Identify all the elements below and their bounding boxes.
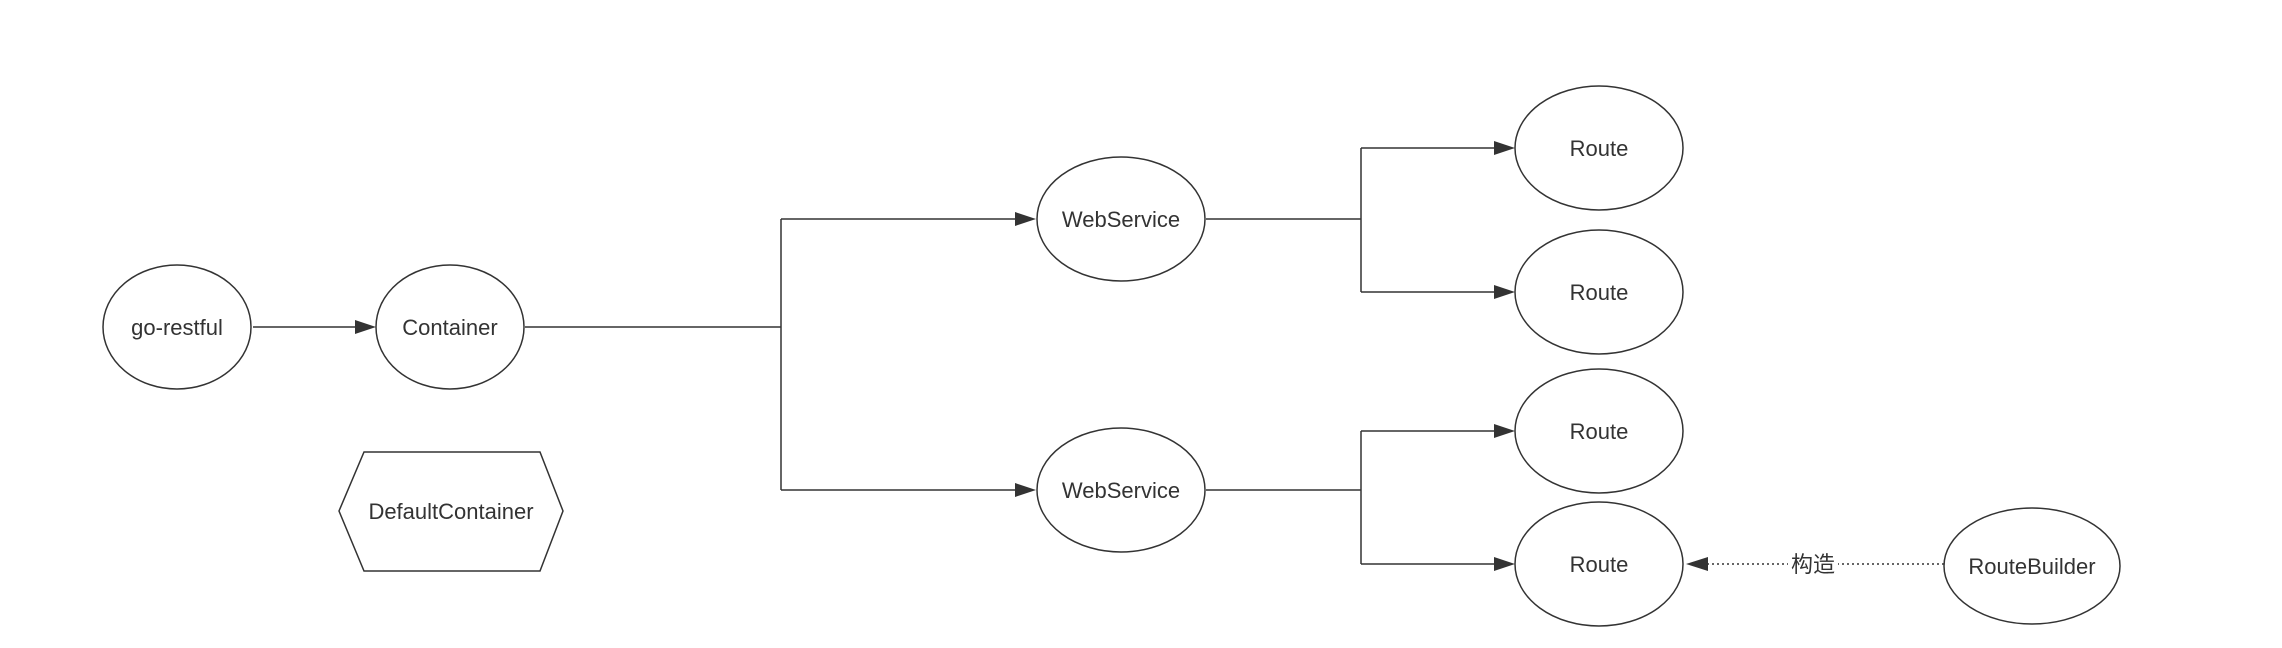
edge-webservice-1-trunk: [1206, 148, 1362, 292]
node-label: Route: [1570, 280, 1629, 305]
node-webservice-2[interactable]: WebService: [1036, 427, 1206, 553]
arrowhead: [355, 320, 376, 334]
arrowhead: [1494, 141, 1515, 155]
node-label: DefaultContainer: [368, 499, 533, 524]
node-label: Route: [1570, 419, 1629, 444]
arrowhead: [1494, 557, 1515, 571]
node-webservice-1[interactable]: WebService: [1036, 156, 1206, 282]
edge-label-construct: 构造: [1791, 553, 1835, 578]
node-label: WebService: [1062, 478, 1180, 503]
node-label: WebService: [1062, 207, 1180, 232]
edge-webservice-2-trunk: [1206, 431, 1362, 564]
node-label: Route: [1570, 552, 1629, 577]
node-route-1[interactable]: Route: [1514, 85, 1684, 211]
edge-container-trunk: [525, 219, 782, 490]
edges: 构造: [253, 141, 1944, 578]
node-container[interactable]: Container: [375, 264, 525, 390]
arrowhead: [1015, 483, 1036, 497]
node-route-4[interactable]: Route: [1514, 501, 1684, 627]
node-default-container[interactable]: DefaultContainer: [338, 451, 564, 572]
node-route-2[interactable]: Route: [1514, 229, 1684, 355]
arrowhead: [1494, 285, 1515, 299]
node-route-3[interactable]: Route: [1514, 368, 1684, 494]
arrowhead: [1015, 212, 1036, 226]
edge-label-background: [1788, 550, 1838, 578]
node-label: Container: [402, 315, 497, 340]
node-route-builder[interactable]: RouteBuilder: [1943, 507, 2121, 625]
node-label: go-restful: [131, 315, 223, 340]
node-go-restful[interactable]: go-restful: [102, 264, 252, 390]
arrowhead: [1494, 424, 1515, 438]
node-label: RouteBuilder: [1968, 554, 2095, 579]
nodes: go-restful Container DefaultContainer We…: [102, 85, 2121, 627]
arrowhead: [1686, 557, 1708, 571]
node-label: Route: [1570, 136, 1629, 161]
